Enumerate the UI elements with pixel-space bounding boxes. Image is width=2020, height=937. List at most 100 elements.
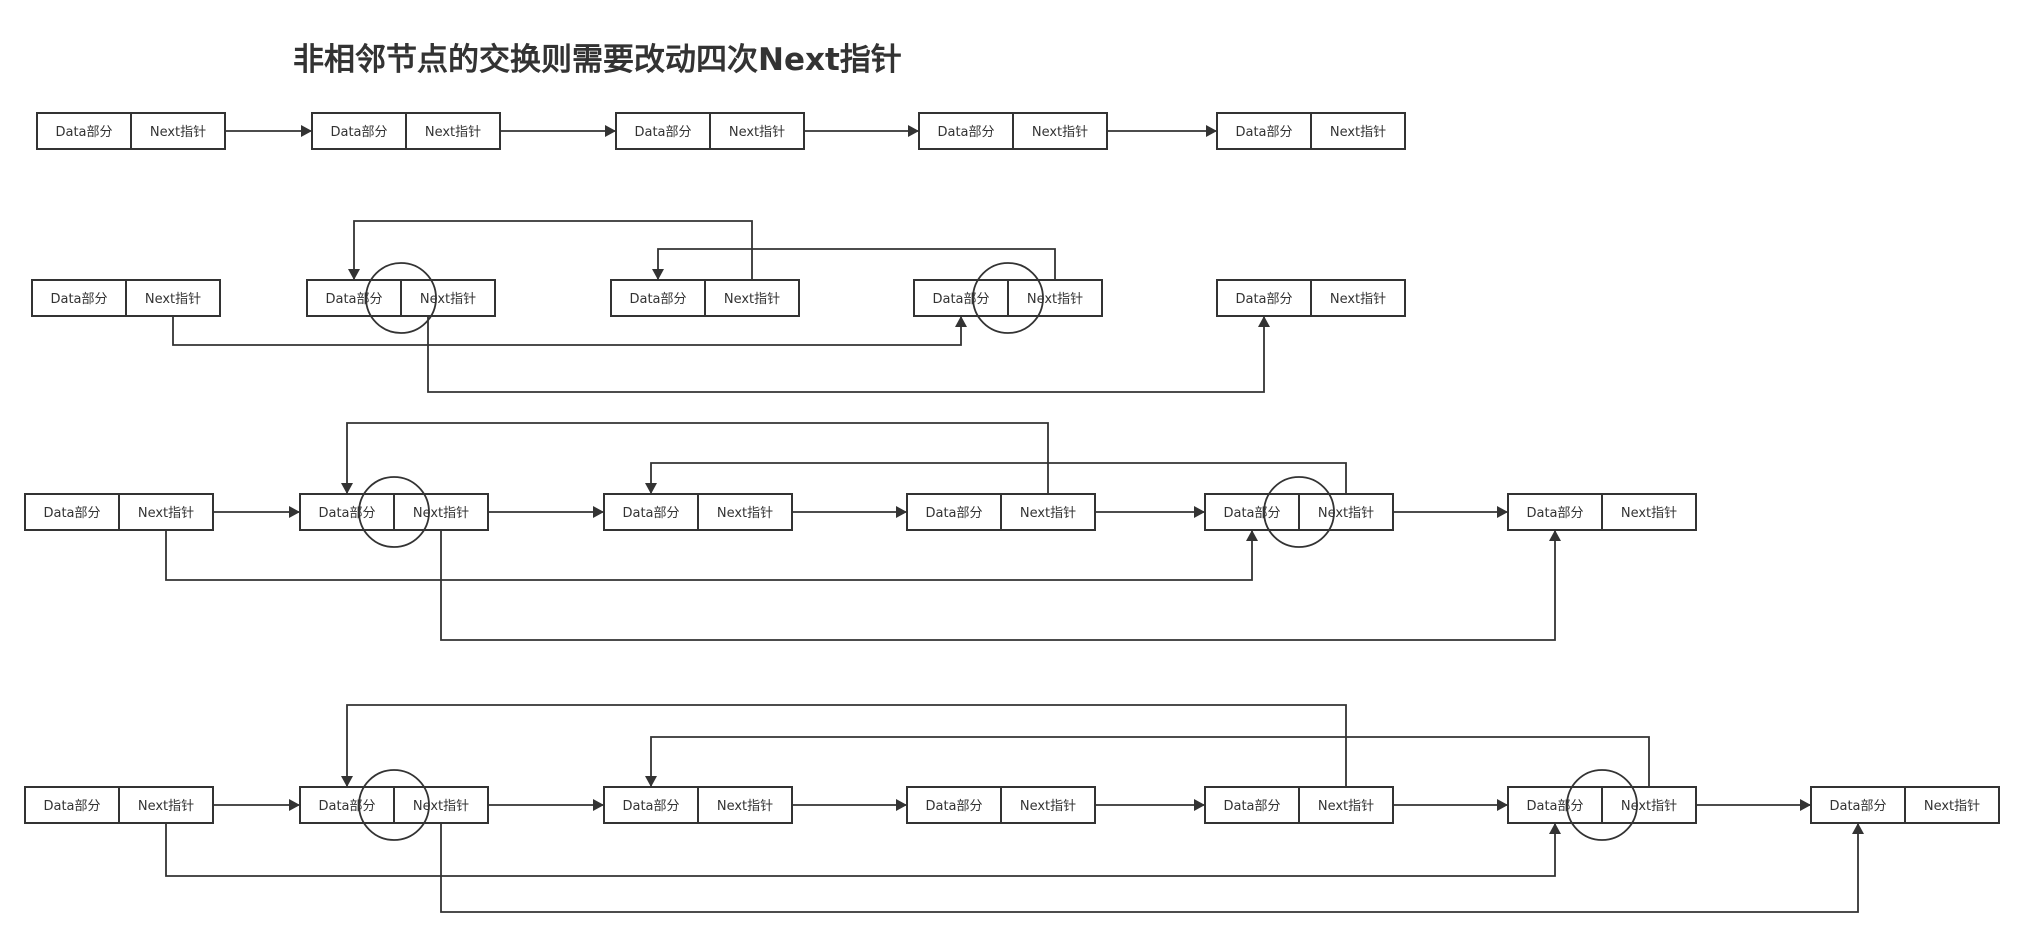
next-cell xyxy=(125,279,221,317)
next-label: Next指针 xyxy=(724,292,780,307)
row-3-link-5-to-3 xyxy=(650,462,1347,494)
row-2-swap-loop-b xyxy=(972,262,1044,334)
data-label: Data部分 xyxy=(318,506,375,521)
row-4-link-6-to-7-arrowhead xyxy=(1800,799,1811,811)
next-label: Next指针 xyxy=(1621,799,1677,814)
data-cell xyxy=(306,279,402,317)
next-cell xyxy=(1601,493,1697,531)
next-label: Next指针 xyxy=(1020,799,1076,814)
next-cell xyxy=(393,493,489,531)
row-1-node-2: Data部分 Next指针 xyxy=(311,112,501,150)
row-3-link-2-to-6 xyxy=(440,530,1556,641)
next-cell xyxy=(1310,112,1406,150)
next-cell xyxy=(1298,493,1394,531)
data-label: Data部分 xyxy=(932,292,989,307)
next-label: Next指针 xyxy=(1027,292,1083,307)
next-label: Next指针 xyxy=(1330,125,1386,140)
row-3-link-1-to-2-arrowhead xyxy=(289,506,300,518)
next-cell xyxy=(118,493,214,531)
row-4-node-3: Data部分 Next指针 xyxy=(603,786,793,824)
next-cell xyxy=(1012,112,1108,150)
next-label: Next指针 xyxy=(413,799,469,814)
row-3-link-2-to-6-arrowhead xyxy=(1549,530,1561,541)
next-cell xyxy=(118,786,214,824)
row-2-link-4-to-3-arrowhead xyxy=(652,269,664,280)
row-2-link-2-to-5 xyxy=(427,316,1265,393)
row-3-node-6: Data部分 Next指针 xyxy=(1507,493,1697,531)
row-4-link-3-to-4-arrowhead xyxy=(896,799,907,811)
data-label: Data部分 xyxy=(1526,799,1583,814)
data-label: Data部分 xyxy=(1526,506,1583,521)
row-4-swap-loop-b xyxy=(1566,769,1638,841)
next-cell xyxy=(400,279,496,317)
data-cell xyxy=(1204,493,1300,531)
data-cell xyxy=(1216,279,1312,317)
row-4-node-6: Data部分 Next指针 xyxy=(1507,786,1697,824)
next-label: Next指针 xyxy=(145,292,201,307)
next-label: Next指针 xyxy=(1020,506,1076,521)
row-4-link-2-to-3-arrowhead xyxy=(593,799,604,811)
row-2-link-3-to-2-arrowhead xyxy=(348,269,360,280)
next-label: Next指针 xyxy=(150,125,206,140)
row-2-node-3: Data部分 Next指针 xyxy=(610,279,800,317)
next-label: Next指针 xyxy=(1924,799,1980,814)
data-cell xyxy=(311,112,407,150)
row-1-link-4-to-5-arrowhead xyxy=(1206,125,1217,137)
data-label: Data部分 xyxy=(629,292,686,307)
row-2-link-4-to-3 xyxy=(657,248,1056,280)
row-2-link-1-to-4-arrowhead xyxy=(955,316,967,327)
data-cell xyxy=(24,786,120,824)
row-4-link-2-to-7 xyxy=(440,823,1859,913)
next-label: Next指针 xyxy=(1621,506,1677,521)
row-3-link-2-to-3-arrowhead xyxy=(593,506,604,518)
row-4-node-2: Data部分 Next指针 xyxy=(299,786,489,824)
row-3-link-4-to-2 xyxy=(346,422,1049,494)
row-2-swap-loop-a xyxy=(365,262,437,334)
row-1-link-2-to-3-arrowhead xyxy=(605,125,616,137)
next-label: Next指针 xyxy=(138,506,194,521)
row-3-link-4-to-2-arrowhead xyxy=(341,483,353,494)
row-4-link-2-to-7-arrowhead xyxy=(1852,823,1864,834)
row-3-link-4-to-5-arrowhead xyxy=(1194,506,1205,518)
row-4-node-7: Data部分 Next指针 xyxy=(1810,786,2000,824)
row-1-link-3-to-4-arrowhead xyxy=(908,125,919,137)
row-4-link-1-to-2-arrowhead xyxy=(289,799,300,811)
data-cell xyxy=(24,493,120,531)
row-3-link-1-to-5-arrowhead xyxy=(1246,530,1258,541)
next-label: Next指针 xyxy=(717,506,773,521)
row-2-link-2-to-5-arrowhead xyxy=(1258,316,1270,327)
data-label: Data部分 xyxy=(330,125,387,140)
row-3-swap-loop-b xyxy=(1263,476,1335,548)
next-cell xyxy=(1904,786,2000,824)
row-4-link-1-to-6 xyxy=(165,823,1556,877)
row-2-link-3-to-2 xyxy=(353,220,753,280)
row-2-link-1-to-4 xyxy=(172,316,962,346)
row-3-link-1-to-5 xyxy=(165,530,1253,581)
data-label: Data部分 xyxy=(1235,125,1292,140)
data-label: Data部分 xyxy=(1829,799,1886,814)
next-label: Next指针 xyxy=(1318,799,1374,814)
data-label: Data部分 xyxy=(622,799,679,814)
next-cell xyxy=(704,279,800,317)
row-1-node-5: Data部分 Next指针 xyxy=(1216,112,1406,150)
next-label: Next指针 xyxy=(425,125,481,140)
row-3-link-5-to-3-arrowhead xyxy=(645,483,657,494)
next-cell xyxy=(1601,786,1697,824)
data-label: Data部分 xyxy=(622,506,679,521)
next-label: Next指针 xyxy=(717,799,773,814)
data-cell xyxy=(913,279,1009,317)
row-4-link-5-to-2 xyxy=(346,704,1347,787)
row-4-link-5-to-6-arrowhead xyxy=(1497,799,1508,811)
next-label: Next指针 xyxy=(138,799,194,814)
data-cell xyxy=(615,112,711,150)
data-label: Data部分 xyxy=(43,506,100,521)
data-label: Data部分 xyxy=(318,799,375,814)
row-1-link-1-to-2-arrowhead xyxy=(301,125,312,137)
data-label: Data部分 xyxy=(937,125,994,140)
